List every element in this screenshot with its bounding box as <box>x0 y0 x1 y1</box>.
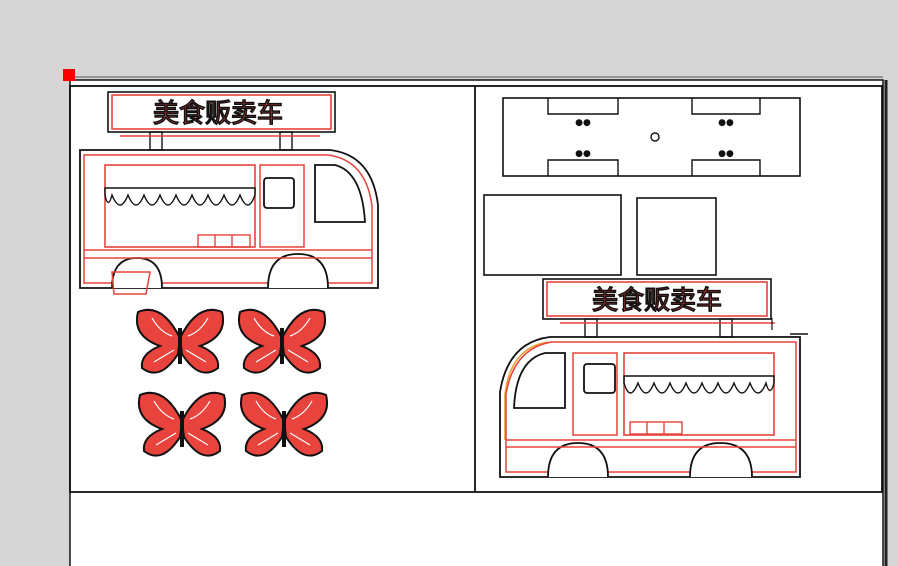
wheel-arch <box>547 442 609 478</box>
truck-body-outline <box>499 336 801 478</box>
rectangle-panel-small <box>636 197 717 276</box>
serving-window <box>104 164 256 248</box>
truck-body-outline <box>79 149 379 289</box>
truck-base-plate[interactable]: ●● ●● ●● ●● <box>502 97 801 177</box>
hole-marks: ●● <box>718 149 734 159</box>
butterfly <box>136 308 224 374</box>
slot <box>547 98 619 115</box>
sign-board-inner <box>546 281 768 317</box>
cab-window <box>513 352 566 409</box>
hole-marks: ●● <box>718 118 734 128</box>
cab-window <box>314 164 366 223</box>
rectangle-panel-large <box>483 194 622 276</box>
butterfly <box>138 391 226 457</box>
layout-frame <box>69 85 883 493</box>
food-truck-right[interactable]: 美食贩卖车 <box>499 278 808 478</box>
counter-box <box>197 234 251 248</box>
truck-door <box>259 164 305 248</box>
truck-body-inner <box>83 154 373 284</box>
wheel-arch <box>689 442 753 478</box>
awning <box>623 375 775 394</box>
selection-handle[interactable] <box>63 69 75 81</box>
slot <box>691 98 761 115</box>
slot <box>547 159 619 176</box>
slot <box>691 159 761 176</box>
truck-body-inner <box>505 341 797 473</box>
hole <box>650 132 660 142</box>
awning <box>104 187 256 206</box>
hole-marks: ●● <box>575 118 591 128</box>
wheel-arch <box>267 253 329 289</box>
truck-door <box>572 352 618 436</box>
sign-text-right: 美食贩卖车 <box>592 285 722 316</box>
sign-board-inner <box>111 94 332 130</box>
sign-board-outer <box>107 91 336 133</box>
rectangle-panels[interactable] <box>483 194 717 276</box>
butterfly-decoration[interactable] <box>136 308 328 457</box>
butterfly <box>240 391 328 457</box>
base-plate-outline <box>502 97 801 177</box>
door-window <box>263 177 295 209</box>
food-truck-left[interactable]: 美食贩卖车 <box>79 91 379 295</box>
sign-text-left: 美食贩卖车 <box>153 98 283 129</box>
bumper-tab <box>111 271 151 295</box>
serving-window <box>623 352 775 436</box>
truck-accent-line <box>504 341 549 440</box>
door-window <box>583 363 616 394</box>
butterfly <box>238 308 326 374</box>
sign-board-outer <box>542 278 772 320</box>
hole-marks: ●● <box>575 149 591 159</box>
counter-box <box>629 421 683 435</box>
